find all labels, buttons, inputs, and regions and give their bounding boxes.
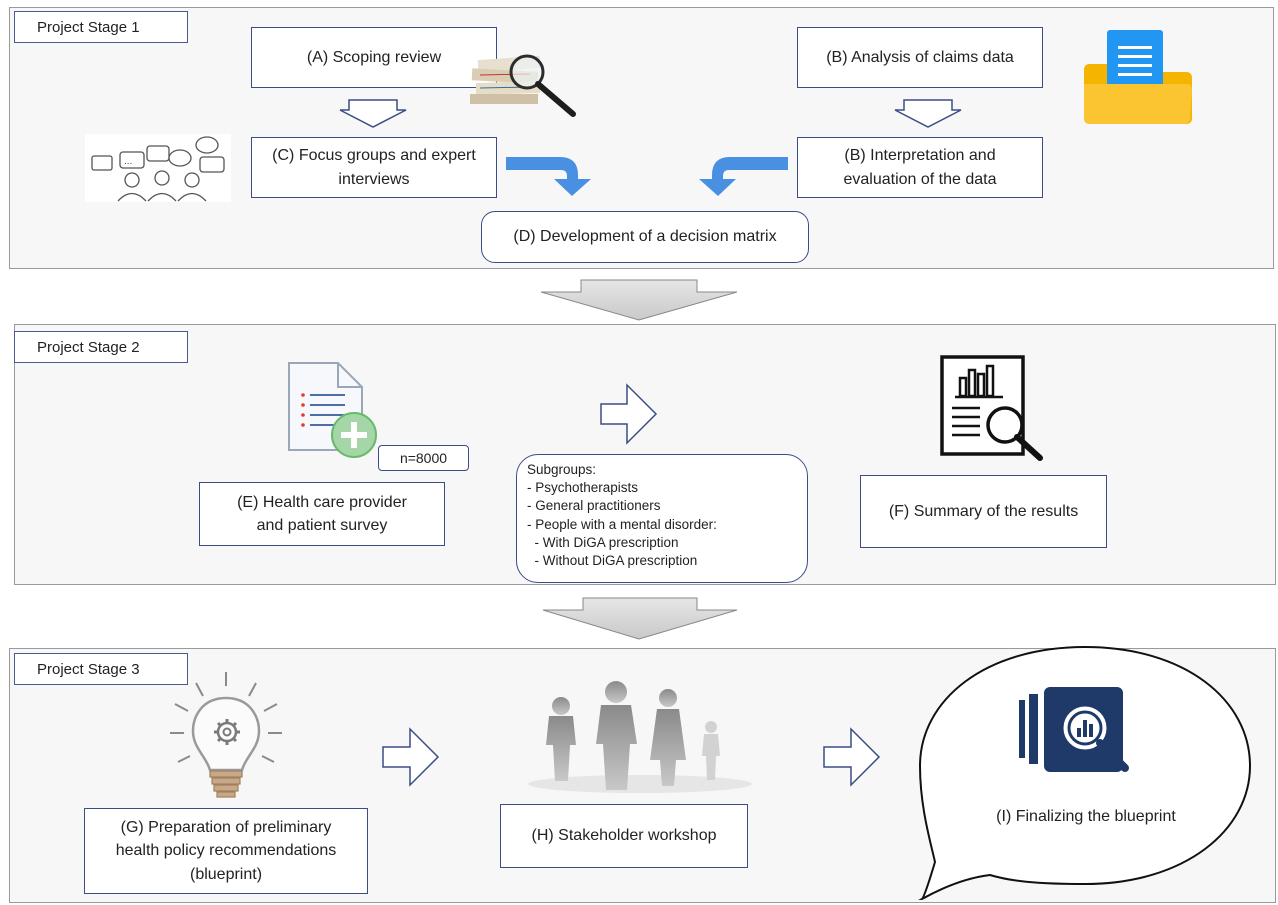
down-arrow-b-to-b [894,99,962,128]
stage-3-label: Project Stage 3 [14,653,188,685]
stage-arrow-1-to-2 [540,279,738,321]
subgroups-list: Subgroups: - Psychotherapists - General … [516,454,808,583]
lightbulb-gear-icon [170,672,282,798]
folder-document-icon [1084,30,1192,124]
callout-bubble [918,645,1252,900]
box-g-preliminary-recommendations: (G) Preparation of preliminary health po… [84,808,368,894]
stage-arrow-2-to-3 [542,597,738,640]
document-plus-icon [288,362,377,458]
sample-size-label: n=8000 [378,445,469,471]
box-b-interpretation: (B) Interpretation and evaluation of the… [797,137,1043,198]
people-silhouettes-icon [528,681,752,793]
blue-arrow-c-to-d [506,157,591,196]
blueprint-analytics-icon [1019,687,1129,772]
down-arrow-a-to-c [339,99,407,128]
magnifier-papers-icon [470,54,576,117]
speech-bubbles-people-icon: ... [85,134,231,202]
right-arrow-h-to-i [823,727,881,787]
box-b-analysis-claims: (B) Analysis of claims data [797,27,1043,88]
right-arrow-g-to-h [382,727,440,787]
box-e-survey: (E) Health care provider and patient sur… [199,482,445,546]
report-magnifier-icon [940,355,1043,461]
box-i-finalizing-label: (I) Finalizing the blueprint [996,808,1176,825]
svg-text:...: ... [124,156,132,167]
box-h-stakeholder-workshop: (H) Stakeholder workshop [500,804,748,868]
box-d-decision-matrix: (D) Development of a decision matrix [481,211,809,263]
box-f-summary: (F) Summary of the results [860,475,1107,548]
box-c-focus-groups: (C) Focus groups and expert interviews [251,137,497,198]
blue-arrow-b-to-d [699,157,788,196]
stage-1-label: Project Stage 1 [14,11,188,43]
box-a-scoping-review: (A) Scoping review [251,27,497,88]
stage-2-label: Project Stage 2 [14,331,188,363]
right-arrow-stage-2 [600,383,658,445]
